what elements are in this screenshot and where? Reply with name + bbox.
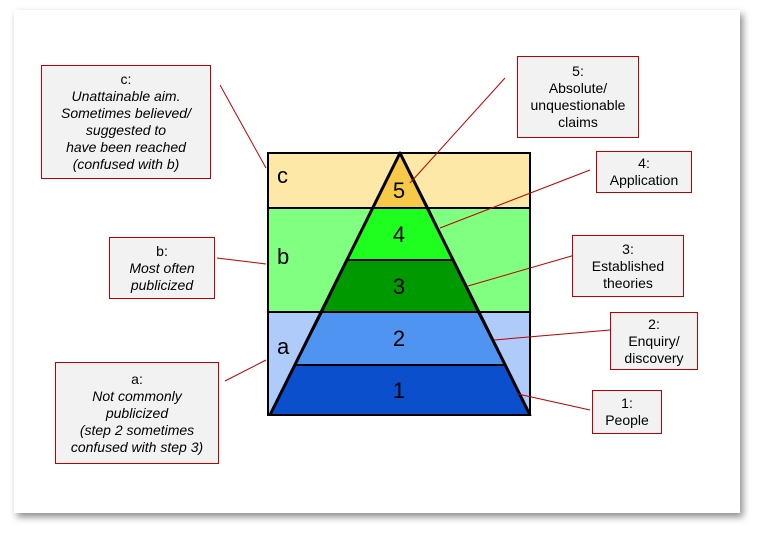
callout-2-line-2: discovery: [624, 349, 684, 366]
callout-b-line-2: publicized: [130, 276, 194, 293]
callout-a: a: Not commonly publicized (step 2 somet…: [55, 362, 219, 464]
callout-c-line-1: Unattainable aim.: [71, 88, 181, 104]
level-4-number: 4: [393, 222, 405, 247]
callout-a-line-4: confused with step 3): [70, 438, 204, 455]
callout-a-line-1: Not commonly: [92, 387, 182, 404]
callout-1-line-1: People: [605, 412, 649, 428]
callout-5-line-1: Absolute/: [548, 80, 608, 96]
callout-2-title: 2:: [648, 315, 660, 332]
zone-b-label: b: [277, 244, 289, 269]
zone-a-label: a: [277, 334, 290, 359]
pyramid-right-edge: [398, 152, 532, 416]
leader-5: [409, 77, 506, 184]
callout-2-line-1: Enquiry/: [628, 332, 680, 349]
callout-level-4: 4: Application: [596, 151, 692, 193]
callout-c-line-5: (confused with b): [72, 156, 180, 172]
callout-c-line-4: have been reached: [66, 139, 186, 155]
callout-level-2: 2: Enquiry/ discovery: [610, 312, 698, 370]
callout-b-line-1: Most often: [129, 259, 195, 276]
callout-c: c: Unattainable aim. Sometimes believed/…: [41, 65, 211, 179]
leader-c: [219, 84, 267, 169]
callout-c-title: c:: [120, 71, 132, 87]
callout-1-title: 1:: [621, 395, 633, 411]
callout-level-3: 3: Established theories: [572, 235, 684, 297]
callout-c-line-3: suggested to: [85, 122, 167, 138]
level-5-number: 5: [393, 178, 405, 203]
callout-a-title: a:: [131, 370, 143, 387]
leader-b: [216, 257, 267, 265]
callout-5-line-2: unquestionable: [530, 97, 626, 113]
callout-b-title: b:: [156, 242, 168, 259]
callout-level-5: 5: Absolute/ unquestionable claims: [517, 56, 639, 138]
callout-4-title: 4:: [638, 155, 650, 171]
zone-c-label: c: [277, 163, 288, 188]
pyramid-left-edge: [268, 152, 402, 416]
callout-c-line-2: Sometimes believed/: [61, 105, 191, 121]
callout-5-line-3: claims: [558, 114, 598, 130]
leader-1: [517, 393, 591, 411]
callout-a-line-2: publicized: [105, 404, 169, 421]
callout-5-title: 5:: [572, 63, 584, 79]
leader-a: [224, 359, 267, 382]
leader-4: [439, 169, 591, 229]
leader-2: [493, 329, 611, 341]
leader-lines: [216, 77, 611, 411]
level-1-number: 1: [393, 378, 405, 403]
callout-4-line-1: Application: [609, 172, 679, 188]
callout-b: b: Most often publicized: [109, 237, 215, 299]
callout-3-title: 3:: [622, 240, 634, 257]
callout-a-line-3: (step 2 sometimes: [79, 421, 195, 438]
callout-3-line-1: Established: [591, 257, 665, 274]
callout-level-1: 1: People: [592, 390, 662, 434]
level-3-number: 3: [393, 274, 405, 299]
callout-3-line-2: theories: [603, 274, 653, 291]
level-2-number: 2: [393, 326, 405, 351]
leader-3: [467, 254, 576, 287]
